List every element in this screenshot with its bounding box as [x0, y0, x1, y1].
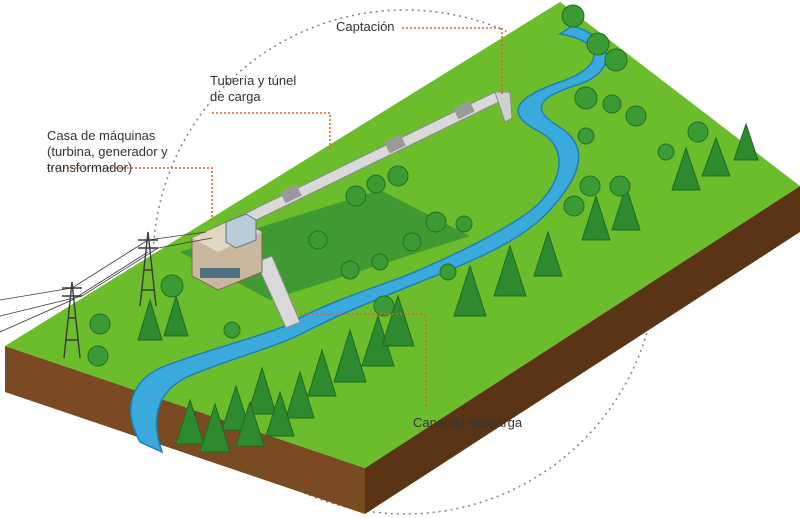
round-tree-icon [223, 321, 241, 339]
round-tree-icon [160, 274, 184, 298]
round-tree-icon [87, 345, 109, 367]
round-tree-icon [455, 215, 473, 233]
label-tuberia-line2: de carga [210, 89, 261, 104]
conifer-tree-icon [137, 298, 163, 341]
conifer-tree-icon [581, 194, 611, 241]
conifer-tree-icon [221, 384, 251, 431]
conifer-tree-icon [235, 400, 265, 447]
river [130, 25, 608, 454]
round-tree-icon [586, 32, 610, 56]
round-tree-icon [366, 174, 386, 194]
label-casa-line2: (turbina, generador y [47, 144, 168, 159]
conifer-tree-icon [701, 136, 731, 177]
round-tree-icon [577, 127, 595, 145]
leader-canal [300, 313, 427, 406]
round-tree-icon [308, 230, 328, 250]
round-tree-icon [89, 313, 111, 335]
conifer-tree-icon [333, 328, 367, 383]
label-casa-line1: Casa de máquinas [47, 128, 156, 143]
round-tree-icon [579, 175, 601, 197]
conifer-tree-icon [285, 370, 315, 419]
transmission-tower-icon [0, 231, 213, 359]
conifer-trees [137, 122, 759, 453]
conifer-tree-icon [307, 348, 337, 397]
conifer-tree-icon [381, 294, 415, 347]
label-captacion-text: Captación [336, 19, 395, 34]
conifer-tree-icon [163, 294, 189, 337]
round-tree-icon [345, 185, 367, 207]
label-captacion: Captación [336, 19, 395, 35]
round-tree-icon [657, 143, 675, 161]
label-canal-text: Canal de descarga [413, 415, 523, 430]
leader-tuberia [212, 112, 331, 150]
label-casa-de-maquinas: Casa de máquinas (turbina, generador y t… [47, 128, 168, 176]
round-tree-icon [687, 121, 709, 143]
round-tree-icon [340, 260, 360, 280]
round-tree-icon [563, 195, 585, 217]
conifer-tree-icon [733, 122, 759, 161]
round-tree-icon [574, 86, 598, 110]
label-tuberia: Tubería y túnel de carga [210, 73, 296, 105]
leader-lines [47, 27, 503, 406]
round-trees [87, 4, 709, 367]
powerhouse-icon [191, 213, 263, 291]
conifer-tree-icon [247, 366, 277, 415]
round-tree-icon [425, 211, 447, 233]
round-tree-icon [373, 295, 395, 317]
conifer-tree-icon [533, 230, 563, 277]
round-tree-icon [402, 232, 422, 252]
round-tree-icon [609, 175, 631, 197]
round-tree-icon [602, 94, 622, 114]
round-tree-icon [604, 48, 628, 72]
conifer-tree-icon [453, 264, 487, 317]
round-tree-icon [439, 263, 457, 281]
conifer-tree-icon [671, 146, 701, 191]
label-canal-de-descarga: Canal de descarga [413, 415, 522, 431]
round-tree-icon [561, 4, 585, 28]
penstock-pipe-icon [235, 91, 513, 329]
round-tree-icon [625, 105, 647, 127]
label-tuberia-line1: Tubería y túnel [210, 73, 297, 88]
round-tree-icon [371, 253, 389, 271]
ground-side-face [365, 186, 800, 514]
conifer-tree-icon [175, 398, 205, 445]
leader-captacion [402, 27, 503, 96]
conifer-tree-icon [611, 184, 641, 231]
leader-casa [47, 167, 213, 222]
label-casa-line3: transformador) [47, 160, 133, 175]
conifer-tree-icon [493, 244, 527, 297]
round-tree-icon [387, 165, 409, 187]
